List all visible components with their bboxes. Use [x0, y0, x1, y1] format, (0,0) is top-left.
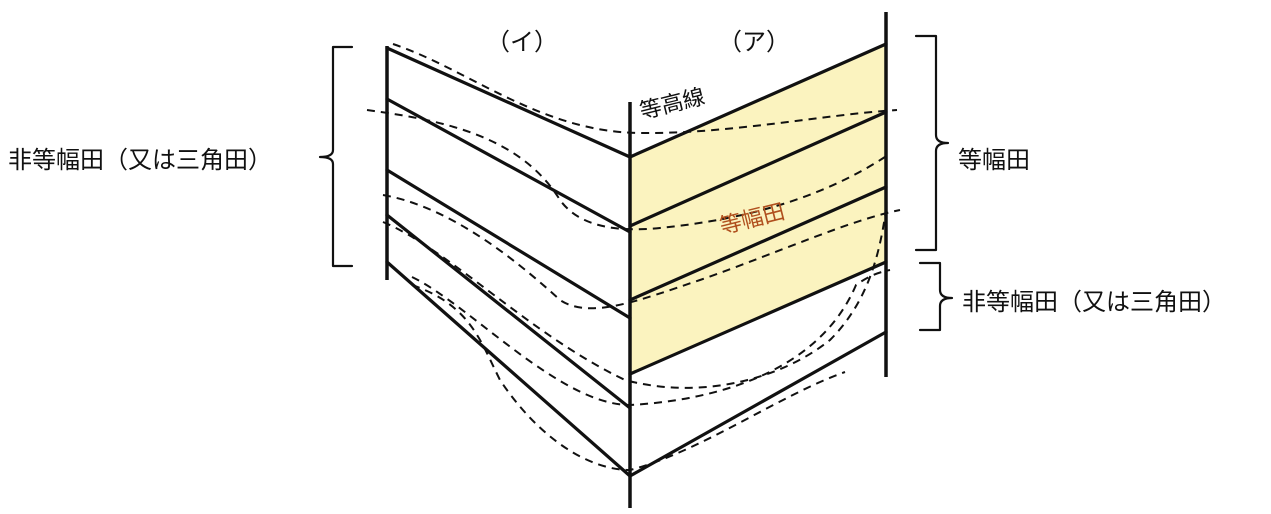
contour-line-3 [382, 194, 901, 310]
contour-line-4 [382, 209, 887, 389]
left-boundary-4 [385, 213, 632, 410]
right-boundary-4 [628, 260, 888, 376]
equal-width-band [630, 44, 886, 374]
right-boundary-5 [628, 330, 888, 478]
equal-width-label: 等幅田 [958, 146, 1030, 174]
right-boundary-1 [628, 42, 888, 159]
non-equal-width-right-label: 非等幅田（又は三角田） [962, 288, 1226, 316]
right-boundary-2 [628, 110, 888, 228]
left-brace [318, 45, 354, 268]
contour-line-5 [411, 269, 891, 407]
column-label-i: （イ） [486, 28, 558, 56]
right-top-brace [914, 34, 950, 252]
column-label-a: （ア） [718, 28, 790, 56]
left-boundary-3 [385, 168, 632, 320]
non-equal-width-left-label: 非等幅田（又は三角田） [8, 146, 272, 174]
contour-label: 等高線 [637, 85, 707, 125]
right-boundary-3 [628, 185, 888, 302]
left-boundary-5 [385, 260, 632, 478]
left-boundary-1 [385, 46, 632, 159]
right-bottom-brace [918, 261, 954, 332]
contour-line-2 [366, 109, 889, 231]
